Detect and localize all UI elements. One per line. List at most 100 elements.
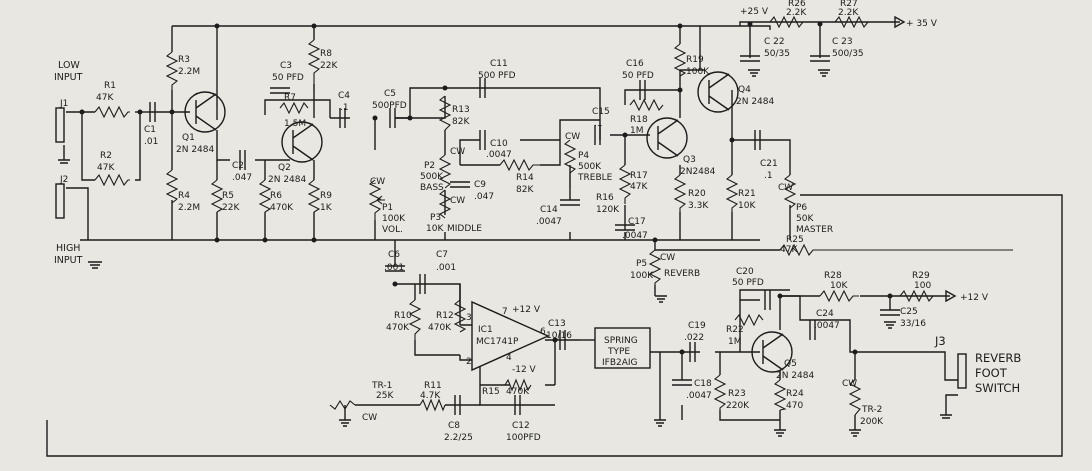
label-r21: R21	[738, 189, 756, 199]
label-r10: R10	[394, 311, 412, 321]
value-r26: 2.2K	[786, 8, 807, 18]
reverb-switch-2: FOOT	[975, 366, 1008, 380]
label-p3: P3	[430, 213, 441, 223]
junctions	[79, 21, 893, 355]
value-c13: 10/16	[546, 331, 572, 341]
value-p5: 100K	[630, 271, 654, 281]
label-j2: J2	[59, 175, 68, 185]
label-p2: P2	[424, 161, 435, 171]
label-c20: C20	[736, 267, 754, 277]
value-c6: .001	[384, 263, 404, 273]
label-c6: C6	[388, 250, 400, 260]
value-c10: .0047	[486, 150, 512, 160]
value-c24: .0047	[814, 321, 840, 331]
label-c7: C7	[436, 250, 448, 260]
label-p1: P1	[382, 203, 393, 213]
rail-vm12: -12 V	[512, 365, 537, 375]
value-r9: 1K	[320, 203, 333, 213]
label-p6: P6	[796, 203, 807, 213]
value-r25: 47K	[780, 245, 798, 255]
value-ic1: MC1741P	[476, 337, 519, 347]
label-r18: R18	[630, 115, 648, 125]
opamp-pin-2: 2	[466, 357, 472, 367]
label-r2: R2	[100, 151, 112, 161]
label-high-input-2: INPUT	[54, 255, 83, 266]
label-r5: R5	[222, 191, 234, 201]
cw-p4: CW	[565, 132, 580, 142]
label-tr2: TR-2	[861, 405, 882, 415]
supply-arrows	[894, 15, 957, 303]
label-r25: R25	[786, 235, 804, 245]
label-c2: C2	[232, 161, 244, 171]
value-r15: 470K	[506, 387, 530, 397]
value-c2: .047	[232, 173, 252, 183]
label-high-input-1: HIGH	[56, 243, 80, 254]
label-r12: R12	[436, 311, 454, 321]
value-q2: 2N 2484	[268, 175, 306, 185]
label-p5: P5	[636, 259, 647, 269]
label-r27: R27	[840, 0, 858, 9]
value-p4: 500K	[578, 162, 602, 172]
value-r29: 100	[914, 281, 931, 291]
label-r17: R17	[630, 171, 648, 181]
rail-v12b: +12 V	[960, 293, 989, 303]
cw-p6: CW	[778, 183, 793, 193]
value-r27: 2.2K	[838, 8, 859, 18]
opamp-pin-6: 6	[540, 327, 546, 337]
opamp-pin-4: 4	[506, 353, 512, 363]
value-r20: 3.3K	[688, 201, 709, 211]
value-c14: .0047	[536, 217, 562, 227]
value-r28: 10K	[830, 281, 848, 291]
value-r3: 2.2M	[178, 67, 200, 77]
ground-symbols	[88, 69, 896, 437]
value-r14: 82K	[516, 185, 534, 195]
name-p2: BASS	[420, 183, 444, 193]
resistor-symbols	[94, 15, 1013, 412]
label-tr1: TR-1	[371, 381, 392, 391]
value-c15: .1	[594, 119, 603, 129]
label-c22: C 22	[764, 37, 785, 47]
value-r1: 47K	[96, 93, 114, 103]
label-c4: C4	[338, 91, 350, 101]
name-p5: REVERB	[664, 269, 700, 279]
value-r2: 47K	[97, 163, 115, 173]
label-c14: C14	[540, 205, 558, 215]
label-c11: C11	[490, 59, 508, 69]
label-r28: R28	[824, 271, 842, 281]
label-q3: Q3	[683, 155, 696, 165]
value-c8: 2.2/25	[444, 433, 473, 443]
label-c17: C17	[628, 217, 646, 227]
rail-v12: +12 V	[512, 305, 541, 315]
name-p3: MIDDLE	[447, 224, 482, 234]
label-ic1: IC1	[478, 325, 493, 335]
jack-symbols	[55, 107, 967, 419]
label-c1: C1	[144, 125, 156, 135]
potentiometer-symbols	[329, 139, 862, 416]
label-c5: C5	[384, 89, 396, 99]
value-r18: 1M	[630, 126, 644, 136]
label-c25: C25	[900, 307, 918, 317]
label-c21: C21	[760, 159, 778, 169]
label-r9: R9	[320, 191, 332, 201]
name-p4: TREBLE	[577, 173, 613, 183]
transistor-symbols	[184, 71, 793, 373]
cw-tr2: CW	[842, 379, 857, 389]
value-c12: 100PFD	[506, 433, 541, 443]
value-c20: 50 PFD	[732, 278, 764, 288]
value-c5: 500PFD	[372, 101, 407, 111]
value-c21: .1	[764, 171, 773, 181]
wiring	[46, 21, 1063, 457]
value-r8: 22K	[320, 61, 338, 71]
opamp-pin-7: 7	[502, 307, 508, 317]
value-c7: .001	[436, 263, 456, 273]
value-c4: .1	[340, 103, 349, 113]
value-c18: .0047	[686, 391, 712, 401]
label-c18: C18	[694, 379, 712, 389]
label-c15: C15	[592, 107, 610, 117]
label-j1: J1	[59, 99, 68, 109]
value-q1: 2N 2484	[176, 145, 214, 155]
label-r6: R6	[270, 191, 282, 201]
cw-p1: CW	[370, 177, 385, 187]
label-low-input-1: LOW	[58, 60, 80, 71]
label-q5: Q5	[784, 359, 797, 369]
